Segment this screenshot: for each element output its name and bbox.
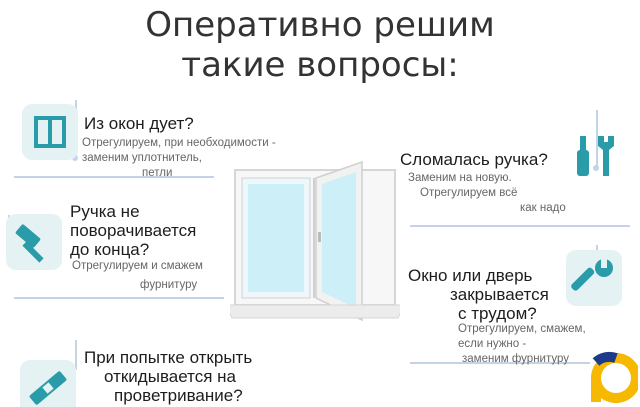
connector-line [410, 362, 590, 364]
connector-dot [593, 165, 599, 171]
screwdriver-wrench-icon [566, 128, 622, 184]
question-2: Сломалась ручка? [400, 150, 548, 169]
connector-line [14, 176, 214, 178]
connector-line [75, 340, 77, 370]
connector-line [596, 110, 598, 170]
level-tool-icon [20, 360, 76, 407]
question-3: Ручка не поворачивается до конца? [70, 202, 197, 259]
connector-dot [72, 155, 78, 161]
title-line-1: Оперативно решим [145, 5, 495, 45]
answer-1: Отрегулируем, при необходимости - замени… [82, 137, 276, 179]
answer-4: Отрегулируем, смажем, если нужно - замен… [458, 323, 586, 365]
connector-line [410, 225, 630, 227]
question-5: При попытке открыть откидывается на пров… [84, 348, 253, 405]
window-frame-icon [22, 104, 78, 160]
question-1: Из окон дует? [84, 114, 194, 133]
question-4: Окно или дверь закрывается с трудом? [408, 266, 549, 323]
brand-logo [588, 350, 640, 405]
answer-3: Отрегулируем и смажем фурнитуру [72, 260, 203, 291]
answer-2: Заменим на новую. Отрегулируем всё как н… [408, 172, 566, 214]
page-title: Оперативно решим такие вопросы: [0, 6, 640, 84]
title-line-2: такие вопросы: [181, 45, 459, 85]
wrench-icon [566, 250, 622, 306]
window-illustration [225, 160, 405, 330]
hammer-icon [6, 214, 62, 270]
connector-line [14, 297, 224, 299]
